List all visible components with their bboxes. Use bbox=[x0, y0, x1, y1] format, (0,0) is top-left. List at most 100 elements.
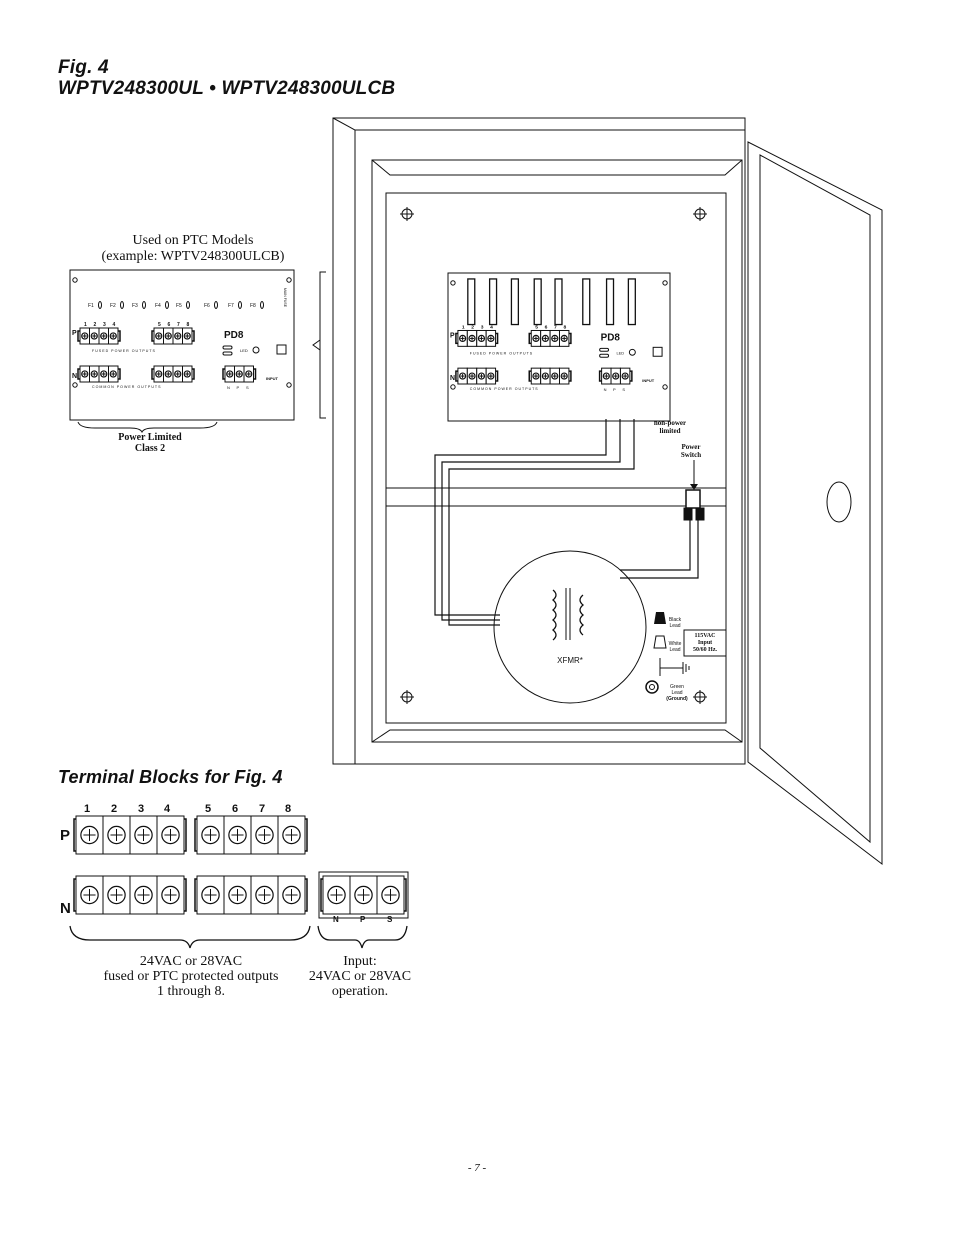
terminal-screw-icon bbox=[155, 332, 163, 340]
output-number-1: 1 bbox=[462, 325, 465, 331]
black-lead-caption: Black Lead bbox=[660, 617, 690, 629]
terminal-screw-icon bbox=[541, 372, 549, 380]
fuse-icon bbox=[120, 301, 124, 309]
figure-title: Fig. 4 bbox=[58, 57, 109, 78]
big-output-number-6: 6 bbox=[232, 803, 238, 815]
terminal-screw-icon bbox=[134, 825, 153, 845]
terminal-screw-icon bbox=[100, 332, 108, 340]
non-power-line-2: limited bbox=[659, 427, 681, 435]
output-number-7: 7 bbox=[554, 325, 557, 331]
terminal-screw-icon bbox=[80, 825, 99, 845]
terminal-screw-icon bbox=[245, 370, 253, 378]
pd8-model-label: PD8 bbox=[601, 332, 621, 343]
board-mount-hole bbox=[662, 280, 668, 286]
board-mount-hole bbox=[286, 277, 292, 283]
non-power-line-1: non-power bbox=[653, 419, 687, 427]
terminal-screw-icon bbox=[174, 370, 182, 378]
power-limited-caption: Power Limited Class 2 bbox=[80, 432, 220, 454]
big-input-terminal-N: N bbox=[333, 915, 339, 924]
fused-power-outputs-label: FUSED POWER OUTPUTS bbox=[92, 349, 156, 353]
board-mount-hole bbox=[662, 384, 668, 390]
terminal-blocks-title: Terminal Blocks for Fig. 4 bbox=[58, 767, 283, 787]
big-output-number-4: 4 bbox=[164, 803, 171, 815]
black-lead-icon bbox=[654, 612, 666, 624]
jumper-icon bbox=[599, 353, 610, 358]
black-lead-line-1: Black bbox=[668, 617, 682, 623]
ptc-models-caption: Used on PTC Models (example: WPTV248300U… bbox=[88, 233, 298, 265]
terminal-screw-icon bbox=[327, 885, 346, 905]
terminal-screw-icon bbox=[155, 370, 163, 378]
input-terminal-P: P bbox=[613, 387, 616, 392]
ac-input-box bbox=[683, 629, 727, 657]
fuse-icon bbox=[142, 301, 146, 309]
big-row-label-n: N bbox=[60, 900, 71, 917]
fuse-label-1: F1 bbox=[88, 303, 94, 309]
terminal-screw-icon bbox=[228, 885, 247, 905]
fuse-label-8: F8 bbox=[250, 303, 256, 309]
jumper-icon bbox=[222, 351, 233, 356]
terminal-screw-icon bbox=[551, 334, 559, 343]
white-lead-line-1: White bbox=[668, 641, 682, 647]
output-number-8: 8 bbox=[187, 322, 190, 328]
output-number-6: 6 bbox=[545, 325, 548, 331]
cabinet-inner bbox=[371, 159, 743, 743]
wire-switch-2 bbox=[620, 520, 691, 571]
ground-nut-hole bbox=[649, 684, 655, 690]
power-limited-brace bbox=[77, 421, 218, 434]
terminal-screw-icon bbox=[161, 825, 180, 845]
row-label-p: P bbox=[72, 330, 77, 337]
board-mount-hole bbox=[450, 280, 456, 286]
bracket bbox=[319, 271, 326, 419]
terminal-screw-icon bbox=[183, 332, 191, 340]
big-input-terminal-S: S bbox=[387, 915, 393, 924]
input-terminal-S: S bbox=[246, 385, 249, 390]
terminal-screw-icon bbox=[487, 372, 495, 380]
switch-terminal bbox=[683, 507, 693, 521]
terminal-screw-icon bbox=[81, 370, 89, 378]
terminal-screw-icon bbox=[161, 885, 180, 905]
fuse-label-4: F4 bbox=[155, 303, 161, 309]
power-switch-line-2: Switch bbox=[680, 451, 702, 459]
ac-input-line-2: Input bbox=[697, 640, 713, 646]
secondary-coil-icon bbox=[579, 594, 585, 636]
green-lead-caption: Green Lead (Ground) bbox=[652, 684, 702, 702]
power-switch-line-1: Power bbox=[681, 443, 701, 451]
common-power-outputs-label: COMMON POWER OUTPUTS bbox=[470, 387, 539, 391]
terminal-screw-icon bbox=[459, 372, 467, 380]
fused-power-outputs-label: FUSED POWER OUTPUTS bbox=[470, 351, 533, 355]
board-mount-hole bbox=[450, 384, 456, 390]
terminal-screw-icon bbox=[228, 825, 247, 845]
wire-p bbox=[441, 419, 621, 621]
row-label-n: N bbox=[450, 375, 455, 382]
transformer-icon bbox=[493, 550, 647, 704]
terminal-screw-icon bbox=[621, 372, 629, 380]
terminal-screw-icon bbox=[226, 370, 234, 378]
output-number-6: 6 bbox=[168, 322, 171, 328]
terminal-screw-icon bbox=[164, 370, 172, 378]
big-output-number-8: 8 bbox=[285, 803, 291, 815]
pd8-model-label: PD8 bbox=[224, 330, 244, 341]
terminal-screw-icon bbox=[468, 334, 476, 343]
output-number-3: 3 bbox=[481, 325, 484, 331]
output-number-2: 2 bbox=[471, 325, 474, 331]
big-input-terminal-P: P bbox=[360, 915, 366, 924]
fuse-icon bbox=[467, 278, 476, 326]
white-lead-icon bbox=[653, 635, 667, 649]
outputs-line-2: fused or PTC protected outputs bbox=[103, 969, 279, 984]
terminal-screw-icon bbox=[109, 370, 117, 378]
input-terminal-N: N bbox=[604, 387, 607, 392]
fuse-label-3: F3 bbox=[132, 303, 138, 309]
bracket-point bbox=[312, 339, 321, 351]
fuse-label-6: F6 bbox=[204, 303, 210, 309]
terminal-screw-icon bbox=[235, 370, 243, 378]
cabinet-floor bbox=[371, 729, 743, 743]
primary-coil-icon bbox=[551, 589, 557, 641]
fuse-icon bbox=[98, 301, 102, 309]
arrow-icon bbox=[690, 484, 698, 490]
output-number-4: 4 bbox=[113, 322, 116, 328]
terminal-screw-icon bbox=[201, 825, 220, 845]
board-mount-hole bbox=[72, 382, 78, 388]
jumper-icon bbox=[222, 345, 233, 350]
terminal-screw-icon bbox=[107, 885, 126, 905]
